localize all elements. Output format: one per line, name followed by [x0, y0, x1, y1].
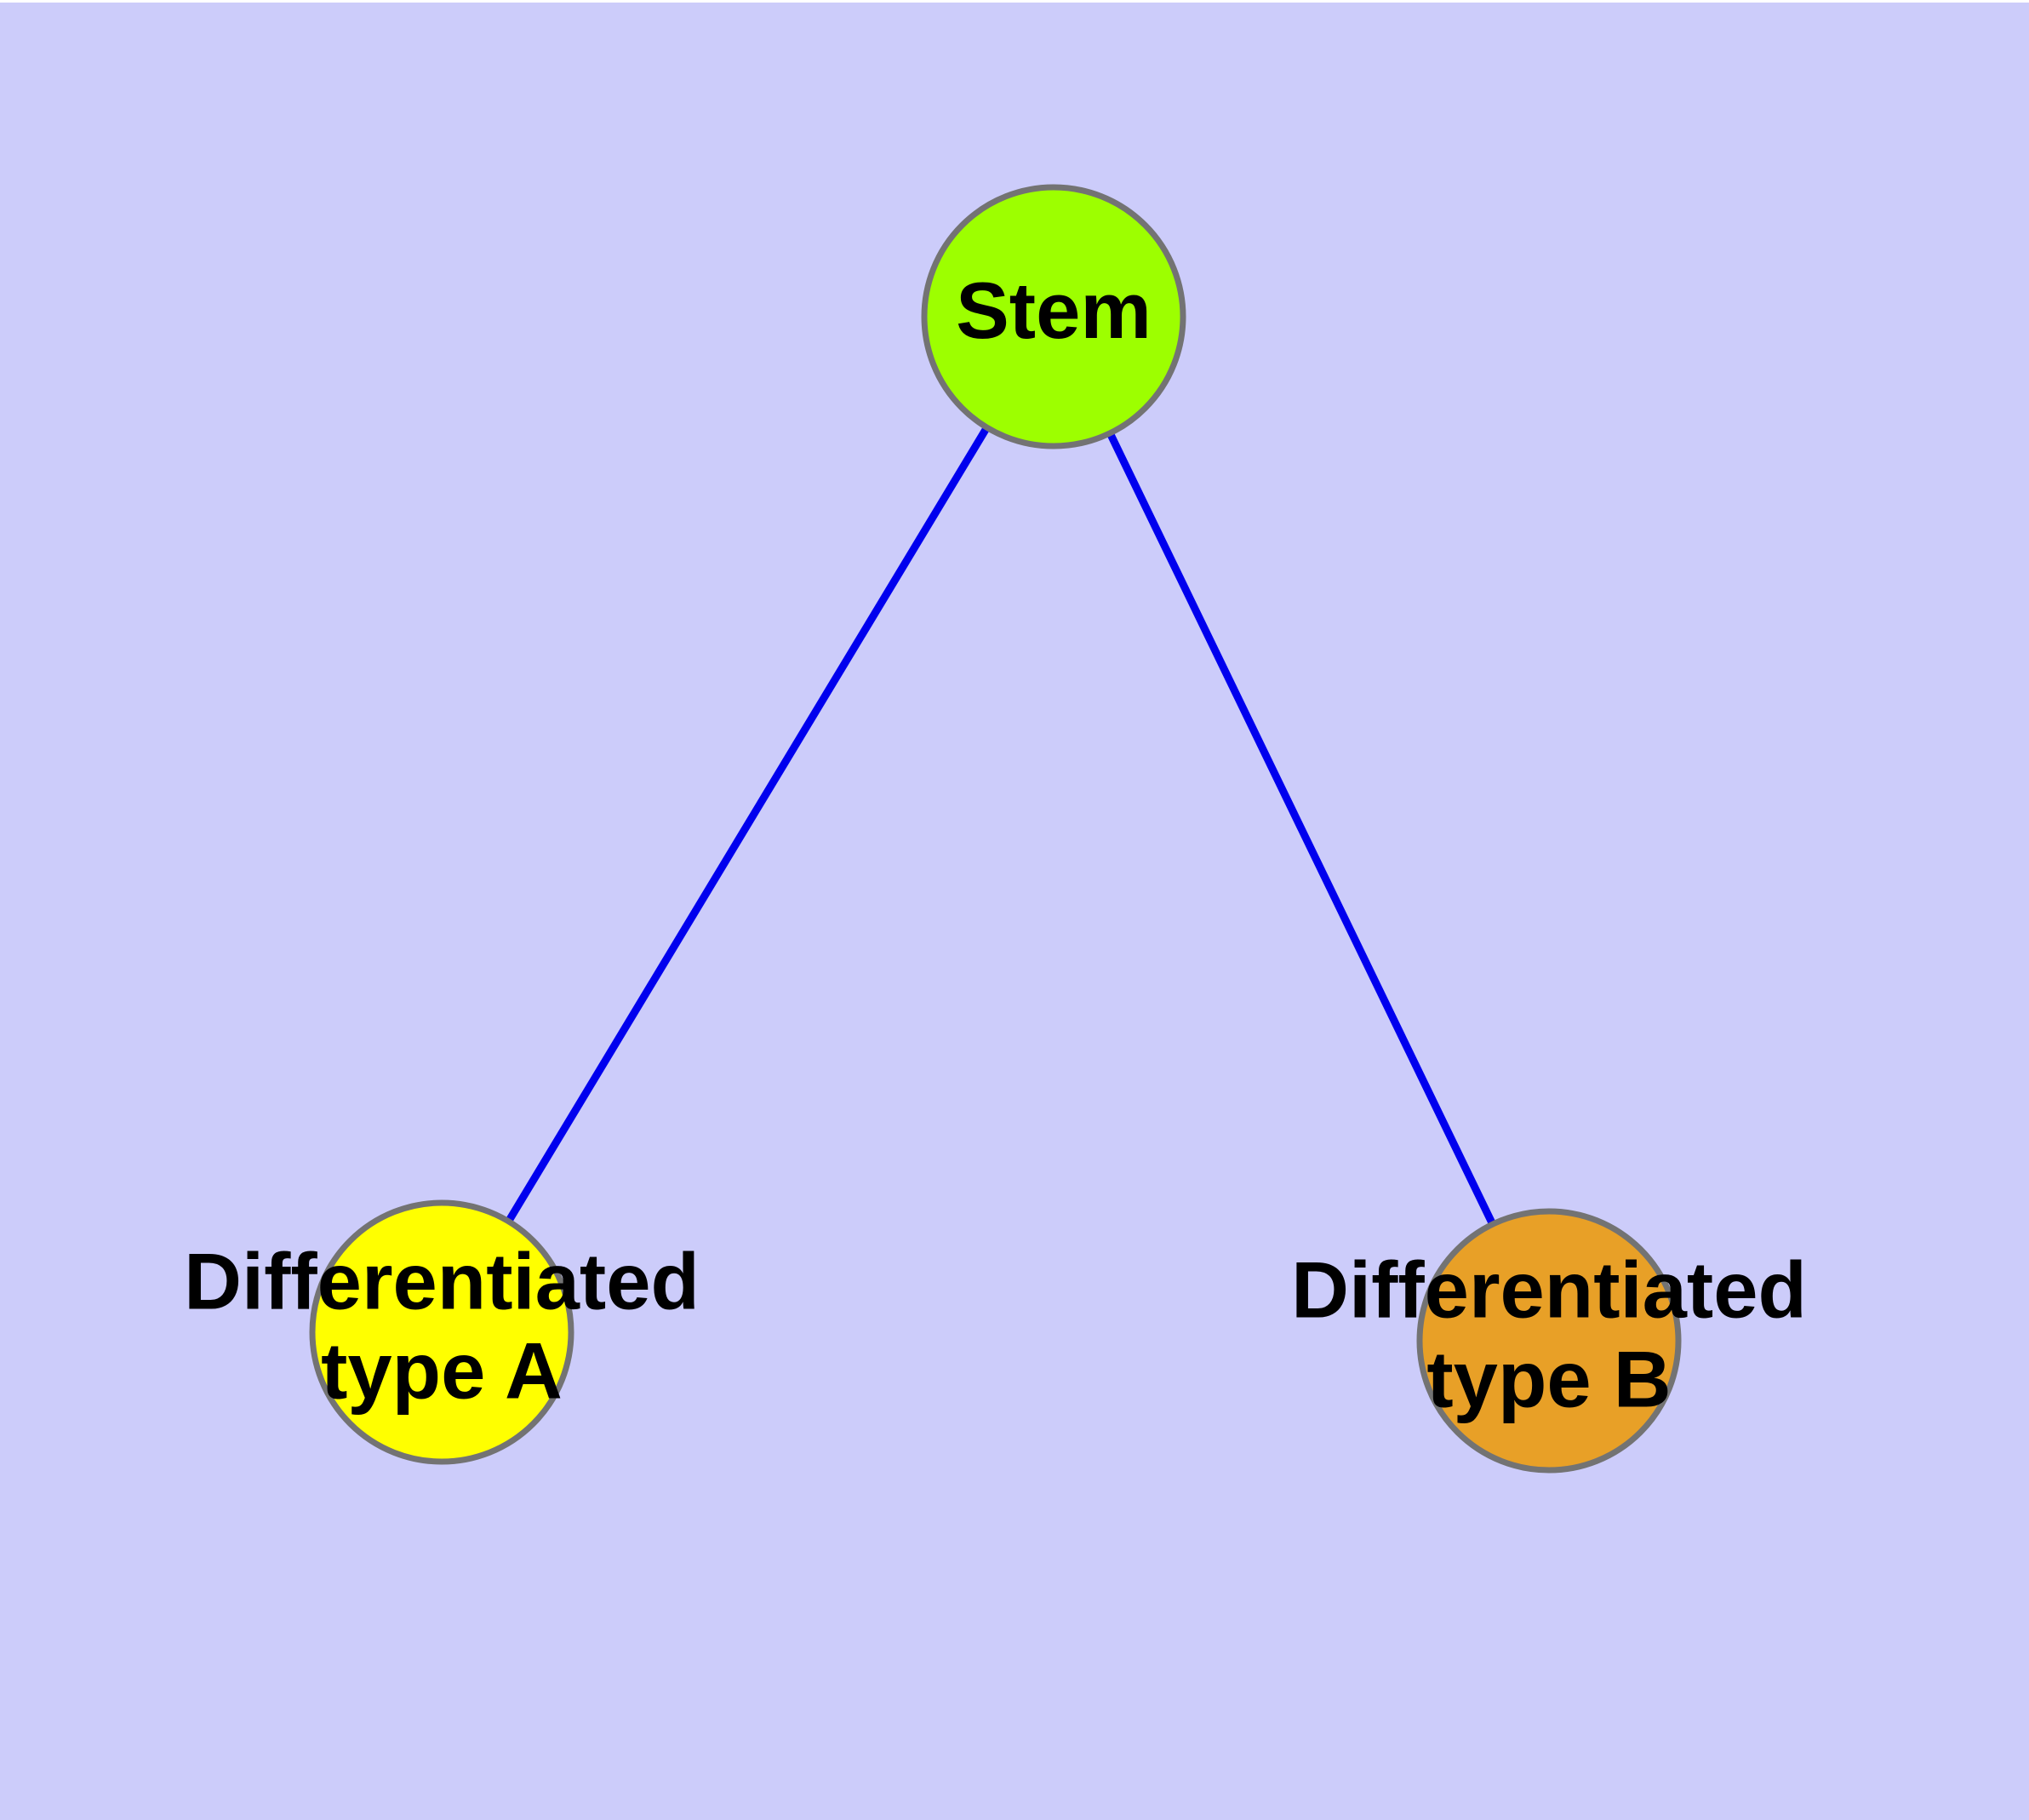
edge-stem-to-diff-a — [438, 314, 1057, 1335]
node-stem[interactable] — [921, 184, 1186, 449]
node-diff-a-circle[interactable] — [309, 1199, 574, 1465]
node-label-line: Differentiated — [1291, 1245, 1807, 1334]
nodes-layer — [309, 184, 1682, 1474]
node-label-line: type A — [321, 1325, 563, 1415]
node-diff-b[interactable] — [1416, 1208, 1682, 1474]
node-diff-b-circle[interactable] — [1416, 1208, 1682, 1474]
node-label-line: Stem — [956, 266, 1152, 355]
edge-stem-to-diff-b — [1049, 315, 1553, 1342]
node-label-line: type B — [1426, 1334, 1671, 1423]
edges-layer — [438, 314, 1553, 1342]
node-diff-a[interactable] — [309, 1199, 574, 1465]
node-label-stem: Stem — [956, 266, 1152, 355]
node-stem-circle[interactable] — [921, 184, 1186, 449]
node-label-line: Differentiated — [184, 1236, 700, 1325]
